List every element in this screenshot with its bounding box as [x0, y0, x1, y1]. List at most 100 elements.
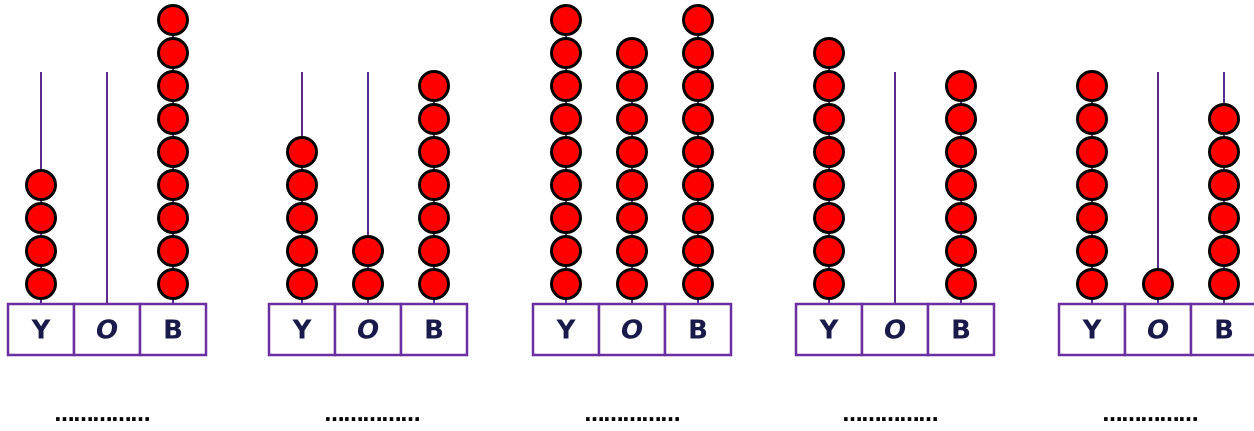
bead [159, 204, 188, 233]
bead [27, 237, 56, 266]
bead [27, 171, 56, 200]
answer-blank-5: …………… [1080, 402, 1220, 426]
column-label-o: O [357, 316, 379, 346]
bead [618, 105, 647, 134]
bead [684, 270, 713, 299]
column-label-o: O [96, 316, 118, 346]
bead [947, 72, 976, 101]
bead [420, 72, 449, 101]
bead [552, 6, 581, 35]
column-label-b: B [424, 316, 444, 346]
column-label-o: O [621, 316, 643, 346]
column-label-o: O [1147, 316, 1169, 346]
bead [159, 39, 188, 68]
bead [684, 6, 713, 35]
bead [420, 204, 449, 233]
column-label-o: O [884, 316, 906, 346]
bead [1210, 105, 1239, 134]
bead [159, 72, 188, 101]
bead [27, 204, 56, 233]
bead [159, 105, 188, 134]
bead [420, 138, 449, 167]
bead [684, 138, 713, 167]
bead [1078, 138, 1107, 167]
bead [684, 105, 713, 134]
bead [1078, 171, 1107, 200]
bead [159, 171, 188, 200]
bead [552, 171, 581, 200]
bead [420, 270, 449, 299]
bead [288, 204, 317, 233]
bead [947, 105, 976, 134]
bead [618, 39, 647, 68]
bead [552, 72, 581, 101]
bead [618, 72, 647, 101]
bead [1210, 237, 1239, 266]
column-label-b: B [163, 316, 183, 346]
bead [684, 237, 713, 266]
bead [618, 237, 647, 266]
bead [354, 237, 383, 266]
column-label-y: Y [292, 316, 313, 346]
bead [159, 270, 188, 299]
bead [684, 72, 713, 101]
column-label-y: Y [556, 316, 577, 346]
bead [1210, 204, 1239, 233]
bead [947, 204, 976, 233]
bead [1078, 270, 1107, 299]
bead [288, 138, 317, 167]
column-label-b: B [951, 316, 971, 346]
bead [288, 237, 317, 266]
bead [159, 6, 188, 35]
bead [684, 204, 713, 233]
bead [815, 105, 844, 134]
column-label-b: B [1214, 316, 1234, 346]
bead [1210, 171, 1239, 200]
bead [1210, 270, 1239, 299]
bead [684, 171, 713, 200]
bead [552, 270, 581, 299]
bead [815, 39, 844, 68]
bead [354, 270, 383, 299]
bead [618, 204, 647, 233]
bead [288, 270, 317, 299]
bead [815, 204, 844, 233]
bead [618, 138, 647, 167]
bead [552, 237, 581, 266]
bead [1078, 72, 1107, 101]
bead [815, 72, 844, 101]
bead [815, 171, 844, 200]
bead [1144, 270, 1173, 299]
bead [947, 270, 976, 299]
bead [618, 270, 647, 299]
bead [1078, 105, 1107, 134]
answer-blank-2: …………… [302, 402, 442, 426]
bead [159, 138, 188, 167]
bead [552, 105, 581, 134]
bead [552, 39, 581, 68]
answer-blank-4: …………… [820, 402, 960, 426]
bead [815, 138, 844, 167]
bead [27, 270, 56, 299]
bead [1210, 138, 1239, 167]
bead [815, 237, 844, 266]
bead [1078, 237, 1107, 266]
bead [947, 171, 976, 200]
bead [618, 171, 647, 200]
answer-blank-1: …………… [32, 402, 172, 426]
bead [947, 138, 976, 167]
column-label-y: Y [819, 316, 840, 346]
bead [552, 138, 581, 167]
bead [420, 171, 449, 200]
column-label-y: Y [31, 316, 52, 346]
bead [684, 39, 713, 68]
bead [815, 270, 844, 299]
bead [420, 105, 449, 134]
